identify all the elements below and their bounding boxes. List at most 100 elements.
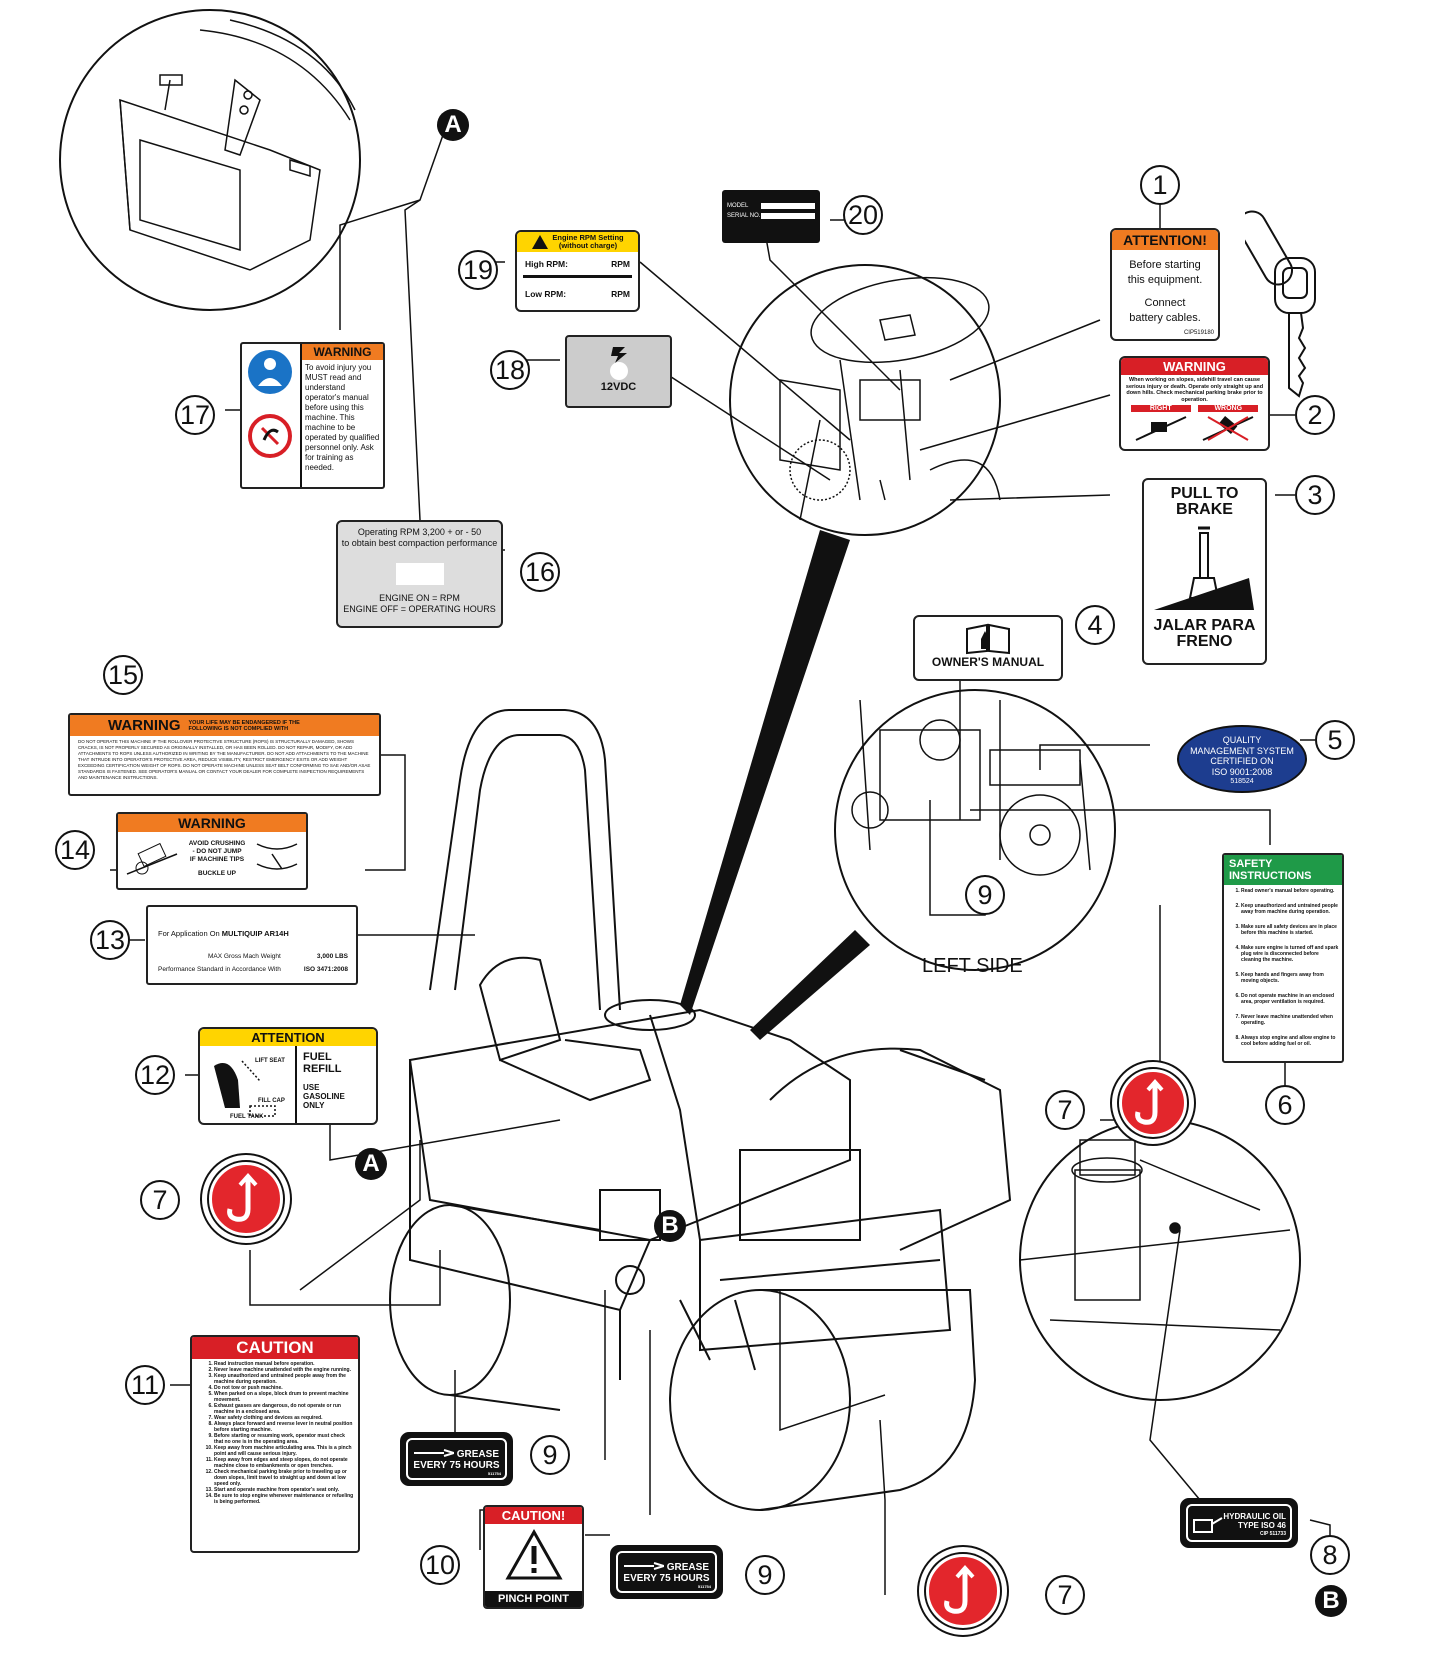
- serial-field: [761, 213, 815, 219]
- decal-6-item: Keep unauthorized and untrained people a…: [1241, 903, 1339, 915]
- decal-13-model: MULTIQUIP AR14H: [221, 929, 289, 938]
- decal-19-high-unit: RPM: [611, 259, 630, 269]
- decal-2-warning-slopes: WARNING When working on slopes, sidehill…: [1119, 356, 1270, 451]
- decal-20-model-label: MODEL: [727, 203, 749, 209]
- decal-1-line3: Connect: [1144, 297, 1186, 309]
- detail-circle-a: [59, 9, 361, 311]
- decal-5-line1: QUALITY: [1222, 735, 1262, 745]
- ignition-key-icon: [1245, 210, 1316, 398]
- decal-9-line1: GREASE: [666, 1562, 709, 1573]
- decal-5-line2: MANAGEMENT SYSTEM: [1190, 745, 1294, 756]
- decal-13-line1: For Application On: [158, 929, 220, 938]
- callout-9-front: 9: [745, 1555, 785, 1595]
- decal-19-high-label: High RPM:: [525, 259, 568, 269]
- callout-19: 19: [458, 250, 498, 290]
- decal-14-warning-rollover: WARNING AVOID CRUSHING - DO NOT JUMP IF …: [116, 812, 308, 890]
- decal-17-text: To avoid injury you MUST read and unders…: [305, 363, 380, 472]
- decal-11-item: Keep away from edges and steep slopes, d…: [214, 1457, 354, 1469]
- decal-11-item: Wear safety clothing and devices as requ…: [214, 1415, 354, 1421]
- callout-12: 12: [135, 1055, 175, 1095]
- decal-3-top-text: PULL TO BRAKE: [1170, 485, 1239, 518]
- callout-6: 6: [1265, 1085, 1305, 1125]
- decal-13-standard: ISO 3471:2008: [303, 966, 348, 973]
- decal-6-safety-instructions: SAFETY INSTRUCTIONS Read owner's manual …: [1222, 853, 1344, 1063]
- decal-4-text: OWNER'S MANUAL: [931, 655, 1045, 669]
- decal-10-footer: PINCH POINT: [485, 1591, 582, 1607]
- decal-14-line2: - DO NOT JUMP: [192, 848, 242, 855]
- roller-machine: [389, 709, 1012, 1511]
- decal-4-owners-manual: OWNER'S MANUAL: [913, 615, 1063, 681]
- decal-8-code: CIP 511733: [1259, 1531, 1286, 1537]
- lift-hook-icon: [944, 1564, 975, 1614]
- decal-9-line2: EVERY 75 HOURS: [413, 1460, 500, 1471]
- oil-can-icon: [1193, 1517, 1223, 1533]
- callout-5: 5: [1315, 720, 1355, 760]
- decal-15-subheader: YOUR LIFE MAY BE ENDANGERED IF THE FOLLO…: [188, 719, 300, 732]
- decal-14-header: WARNING: [118, 814, 306, 832]
- callout-14: 14: [55, 830, 95, 870]
- operator-station-detail: [779, 276, 1001, 521]
- decal-15-text: DO NOT OPERATE THIS MACHINE IF THE ROLLO…: [78, 739, 371, 780]
- decal-9-grease-rear: GREASE EVERY 75 HOURS 511754: [400, 1432, 513, 1486]
- decal-11-item: Before starting or resuming work, operat…: [214, 1433, 354, 1445]
- decal-11-item: When parked on a slope, block drum to pr…: [214, 1391, 354, 1403]
- decal-16-line2: to obtain best compaction performance: [341, 538, 498, 548]
- decal-1-line2: this equipment.: [1127, 274, 1203, 286]
- read-manual-icon: [248, 350, 292, 394]
- decal-8-line2: TYPE ISO 46: [1237, 1521, 1286, 1530]
- callout-9-rear: 9: [530, 1435, 570, 1475]
- callout-1: 1: [1140, 165, 1180, 205]
- warning-triangle-icon: [532, 235, 549, 249]
- lift-hook-icon: [1135, 1078, 1164, 1125]
- decal-5-line4: ISO 9001:2008: [1211, 766, 1273, 777]
- callout-20: 20: [843, 195, 883, 235]
- decal-11-item: Keep unauthorized and untrained people a…: [214, 1373, 354, 1385]
- decal-13-line3: Performance Standard in Accordance With: [158, 966, 281, 973]
- decal-9-grease-front: GREASE EVERY 75 HOURS 511754: [610, 1545, 723, 1599]
- left-side-detail: [851, 699, 1091, 876]
- callout-7-right: 7: [1045, 1090, 1085, 1130]
- callout-17: 17: [175, 395, 215, 435]
- decal-16-operating-rpm: Operating RPM 3,200 + or - 50 to obtain …: [336, 520, 503, 628]
- decal-3-bottom-text: JALAR PARA FRENO: [1153, 617, 1256, 650]
- rollover-tractor-icon: [126, 842, 178, 875]
- decal-5-line3: CERTIFIED ON: [1210, 756, 1274, 766]
- decal-11-item: Check mechanical parking brake prior to …: [214, 1469, 354, 1487]
- seat-fuel-tank-icon: [214, 1060, 276, 1117]
- decal-3-pull-to-brake: PULL TO BRAKE JALAR PARA FRENO: [1142, 478, 1267, 665]
- callout-10: 10: [420, 1545, 460, 1585]
- decal-7-lift-hook-left: [200, 1153, 292, 1245]
- hour-meter-window: [395, 563, 444, 585]
- marker-a-machine: A: [355, 1148, 387, 1180]
- callout-13: 13: [90, 920, 130, 960]
- decal-5-iso-certification: QUALITY MANAGEMENT SYSTEM CERTIFIED ON I…: [1177, 725, 1307, 793]
- decal-6-item: Do not operate machine in an enclosed ar…: [1241, 993, 1339, 1005]
- decal-12-cap-label: FILL CAP: [258, 1098, 285, 1104]
- decal-20-model-serial-plate: MODEL SERIAL NO.: [722, 190, 820, 243]
- decal-11-item: Start and operate machine from operator'…: [214, 1487, 354, 1493]
- decal-11-item: Keep away from machine articulating area…: [214, 1445, 354, 1457]
- marker-a-top: A: [437, 109, 469, 141]
- grease-gun-icon: [624, 1562, 664, 1570]
- callout-wedge-operator: [680, 530, 850, 1015]
- decal-11-caution-rules: CAUTION Read instruction manual before o…: [190, 1335, 360, 1553]
- manual-book-icon: [966, 623, 1010, 655]
- decal-15-rops-warning: WARNING YOUR LIFE MAY BE ENDANGERED IF T…: [68, 713, 381, 796]
- decal-13-weight: 3,000 LBS: [316, 953, 348, 960]
- decal-1-line1: Before starting: [1129, 259, 1201, 271]
- callout-15: 15: [103, 655, 143, 695]
- decal-1-attention-battery: ATTENTION! Before starting this equipmen…: [1110, 228, 1220, 341]
- decal-19-low-label: Low RPM:: [525, 289, 567, 299]
- model-field: [761, 203, 815, 209]
- decal-12-fuel-text: FUEL REFILL: [303, 1051, 342, 1075]
- decal-12-lift-label: LIFT SEAT: [255, 1058, 285, 1064]
- battery-power-icon: [609, 347, 628, 380]
- decal-11-item: Read instruction manual before operation…: [214, 1361, 354, 1367]
- decal-17-warning-read-manual: WARNING To avoid injury you MUST read an…: [240, 342, 385, 489]
- callout-11: 11: [125, 1365, 165, 1405]
- decal-9-line2: EVERY 75 HOURS: [623, 1573, 710, 1584]
- decal-11-item: Always place forward and reverse lever i…: [214, 1421, 354, 1433]
- decal-10-pinch-point: CAUTION! PINCH POINT: [483, 1505, 584, 1609]
- left-side-label: LEFT SIDE: [922, 955, 1023, 977]
